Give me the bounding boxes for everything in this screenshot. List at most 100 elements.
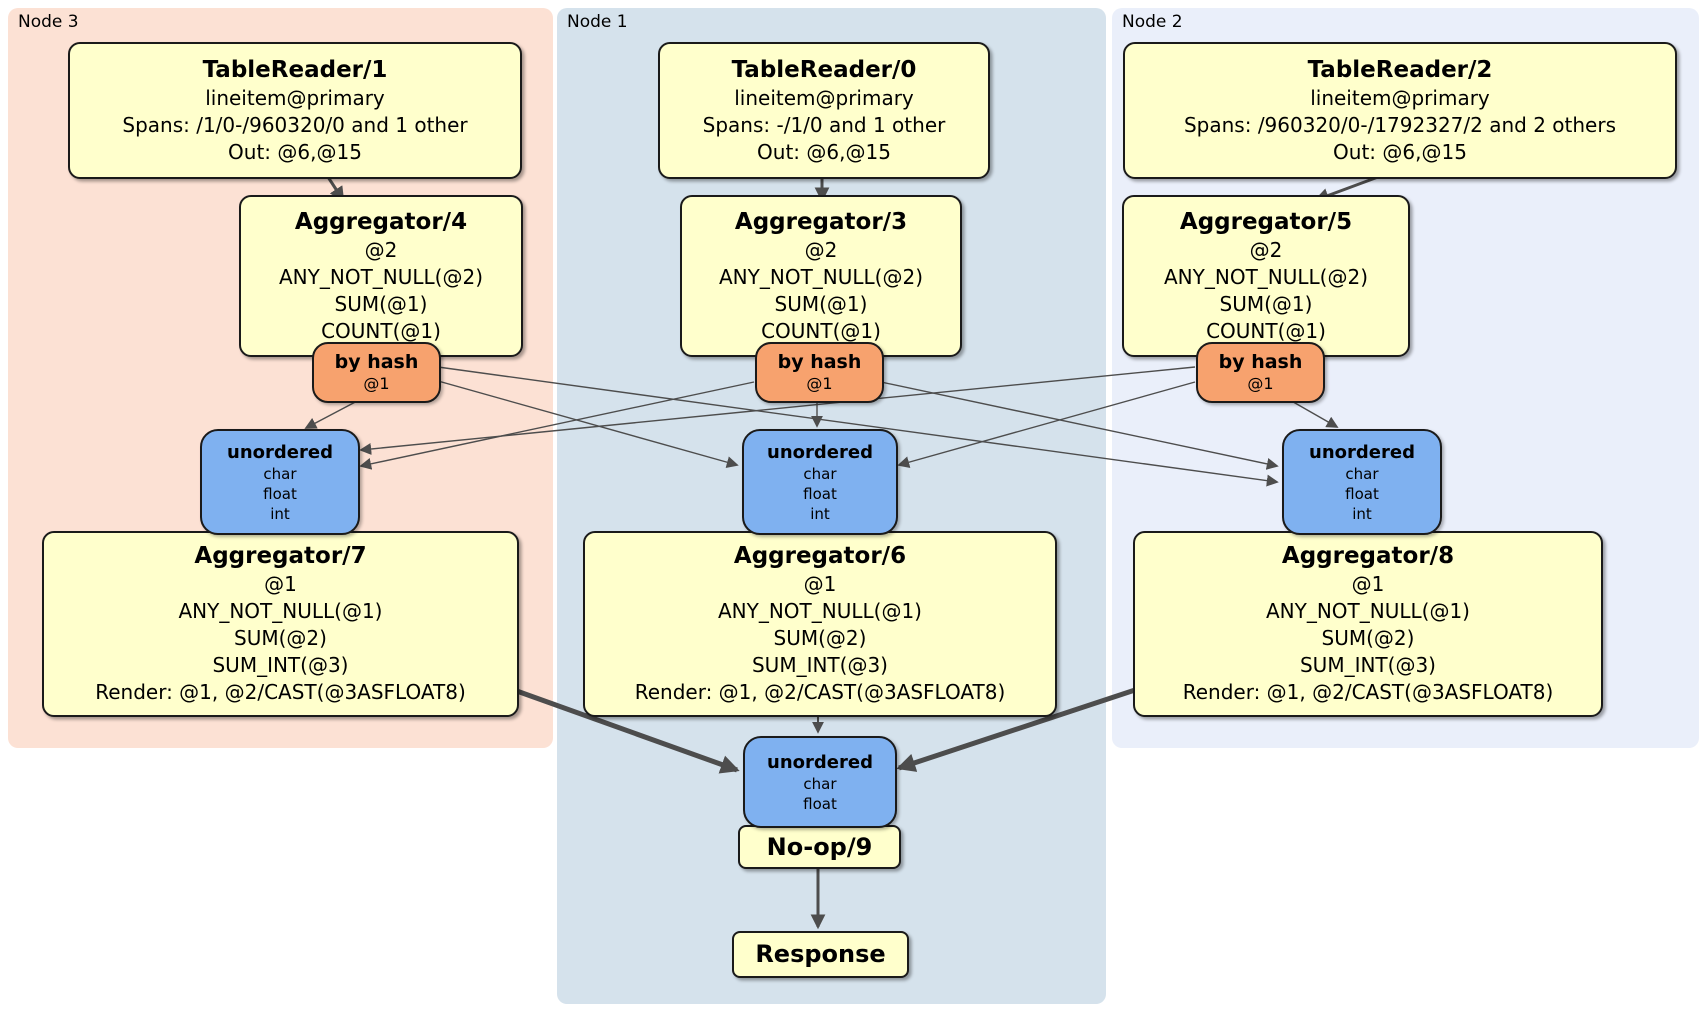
detail-line: SUM(@1)	[774, 291, 868, 316]
hash-router-node1: by hash @1	[755, 342, 884, 403]
detail-line: COUNT(@1)	[1206, 318, 1326, 343]
detail-line: ANY_NOT_NULL(@2)	[1164, 264, 1368, 289]
detail-line: int	[1352, 504, 1372, 523]
edge-router1-sync3	[359, 381, 755, 470]
edge-agg8-finalsync	[896, 687, 1136, 772]
response-title: Response	[755, 940, 886, 968]
node1-label: Node 1	[567, 12, 628, 32]
detail-line: Render: @1, @2/CAST(@3ASFLOAT8)	[95, 680, 466, 704]
detail-line: @2	[364, 237, 398, 262]
unordered-sync-node2-title: unordered	[1309, 441, 1415, 463]
noop-box: No-op/9	[738, 825, 901, 869]
detail-line: SUM(@2)	[1321, 626, 1415, 650]
edge-router1-sync2	[880, 381, 1279, 470]
detail-line: float	[803, 794, 837, 813]
detail-line: SUM_INT(@3)	[1299, 653, 1436, 677]
unordered-sync-final-title: unordered	[767, 751, 873, 773]
detail-line: float	[803, 484, 837, 503]
aggregator-3-title: Aggregator/3	[734, 208, 908, 235]
detail-line: int	[270, 504, 290, 523]
unordered-sync-node3-title: unordered	[227, 441, 333, 463]
edge-agg7-finalsync	[513, 687, 740, 774]
tablereader-1-title: TableReader/1	[202, 56, 388, 83]
hash-router-node2: by hash @1	[1196, 342, 1325, 403]
hash-router-node3-title: by hash	[334, 351, 419, 373]
detail-line: @2	[804, 237, 838, 262]
hash-router-node2-title: by hash	[1218, 351, 1303, 373]
detail-line: SUM(@2)	[773, 626, 867, 650]
detail-line: @1	[803, 572, 837, 596]
detail-line: lineitem@primary	[734, 85, 914, 110]
tablereader-2-title: TableReader/2	[1307, 56, 1493, 83]
aggregator-5-title: Aggregator/5	[1179, 208, 1353, 235]
aggregator-6-title: Aggregator/6	[733, 543, 907, 569]
detail-line: char	[803, 774, 837, 793]
detail-line: lineitem@primary	[205, 85, 385, 110]
detail-line: @1	[264, 572, 297, 596]
detail-line: @2	[1249, 237, 1283, 262]
detail-line: ANY_NOT_NULL(@1)	[1265, 599, 1470, 623]
unordered-sync-node1-title: unordered	[767, 441, 873, 463]
hash-router-node3-details: @1	[363, 374, 389, 394]
detail-line: Render: @1, @2/CAST(@3ASFLOAT8)	[1182, 680, 1554, 704]
detail-line: @1	[1247, 374, 1274, 393]
hash-router-node2-details: @1	[1247, 374, 1273, 394]
detail-line: ANY_NOT_NULL(@1)	[717, 599, 922, 623]
detail-line: Out: @6,@15	[1333, 139, 1467, 164]
noop-title: No-op/9	[766, 832, 873, 861]
detail-line: Render: @1, @2/CAST(@3ASFLOAT8)	[634, 680, 1006, 704]
detail-line: char	[263, 464, 297, 483]
detail-line: int	[810, 504, 830, 523]
detail-line: char	[1345, 464, 1379, 483]
hash-router-node1-details: @1	[806, 374, 832, 394]
detail-line: ANY_NOT_NULL(@2)	[279, 264, 483, 289]
detail-line: float	[263, 484, 297, 503]
hash-router-node1-title: by hash	[777, 351, 862, 373]
detail-line: Out: @6,@15	[757, 139, 891, 164]
detail-line: COUNT(@1)	[761, 318, 881, 343]
detail-line: float	[1345, 484, 1379, 503]
detail-line: SUM(@1)	[1219, 291, 1313, 316]
detail-line: Spans: /1/0-/960320/0 and 1 other	[122, 112, 468, 137]
edge-router3-sync3	[304, 398, 362, 429]
detail-line: Spans: /960320/0-/1792327/2 and 2 others	[1183, 112, 1616, 137]
node2-label: Node 2	[1122, 12, 1183, 32]
detail-line: @1	[1351, 572, 1385, 596]
detail-line: SUM(@2)	[234, 626, 327, 650]
aggregator-4-title: Aggregator/4	[294, 208, 468, 235]
edge-router3-sync2	[437, 366, 1279, 487]
detail-line: @1	[806, 374, 833, 393]
detail-line: @1	[363, 374, 390, 393]
hash-router-node3: by hash @1	[312, 342, 441, 403]
detail-line: char	[803, 464, 837, 483]
edge-router2-sync1	[897, 381, 1196, 469]
detail-line: SUM_INT(@3)	[212, 653, 349, 677]
edge-router2-sync3	[359, 366, 1196, 455]
detail-line: ANY_NOT_NULL(@1)	[178, 599, 383, 623]
aggregator-8-title: Aggregator/8	[1281, 543, 1455, 569]
detail-line: SUM(@1)	[334, 291, 428, 316]
